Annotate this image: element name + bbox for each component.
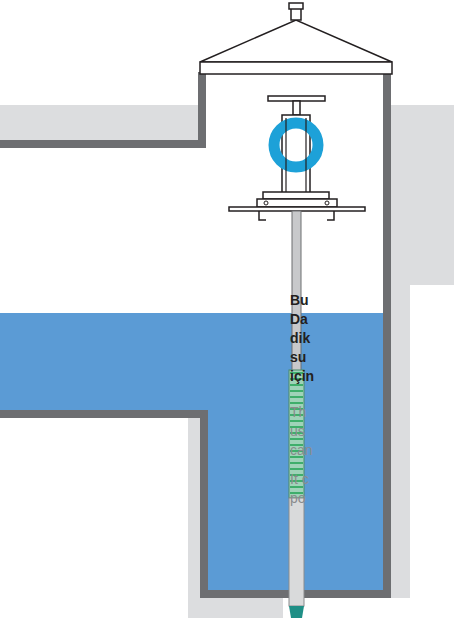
panel-text: Da	[290, 311, 308, 328]
panel-text: can	[290, 442, 313, 459]
panel-text: It c	[290, 471, 309, 488]
panel-text: dik	[290, 330, 310, 347]
panel-text: po	[290, 490, 306, 507]
panel-text: Bu	[290, 292, 309, 309]
panel-text: su	[290, 349, 306, 366]
panel-text: us	[290, 423, 305, 440]
panel-text: Th	[290, 404, 306, 421]
panel-text: için	[290, 368, 314, 385]
